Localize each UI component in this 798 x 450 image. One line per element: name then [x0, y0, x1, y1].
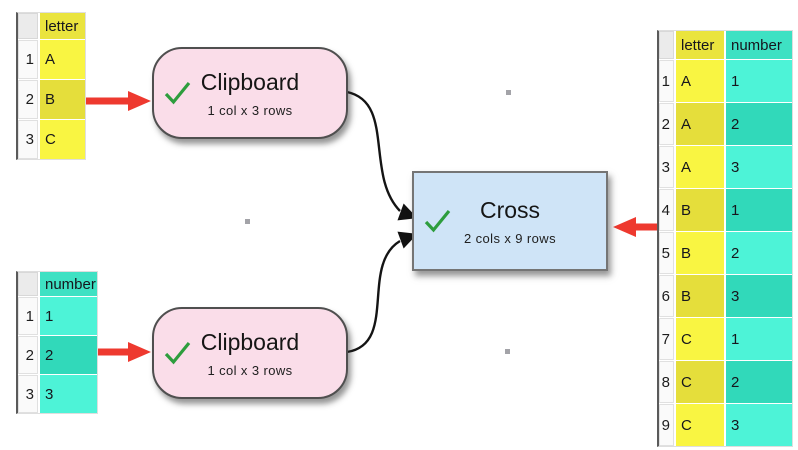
cell-number-1[interactable]: 1	[40, 297, 97, 335]
row-number[interactable]: 2	[18, 336, 38, 374]
connector-top-clipboard-to-cross	[346, 90, 401, 212]
corner-cell	[18, 13, 38, 39]
row-number[interactable]: 2	[659, 103, 674, 145]
cell[interactable]: A	[676, 60, 724, 102]
column-header-number[interactable]: number	[726, 31, 792, 59]
row-number[interactable]: 7	[659, 318, 674, 360]
grid-dot	[506, 90, 511, 95]
row-number[interactable]: 2	[18, 80, 38, 119]
corner-cell	[18, 272, 38, 296]
connector-bottom-clipboard-to-cross	[346, 239, 401, 354]
node-title: Cross	[479, 196, 541, 223]
annotation-arrow-letter-to-clipboard	[76, 91, 151, 111]
node-subtitle: 1 col x 3 rows	[207, 362, 293, 378]
node-clipboard-top[interactable]: Clipboard 1 col x 3 rows	[152, 47, 348, 139]
corner-cell	[659, 31, 674, 59]
cell[interactable]: A	[676, 146, 724, 188]
cell[interactable]: C	[676, 361, 724, 403]
cell[interactable]: 2	[726, 361, 792, 403]
checkmark-icon	[164, 81, 191, 105]
checkmark-stroke	[164, 341, 191, 365]
cell[interactable]: C	[676, 318, 724, 360]
cell[interactable]: 1	[726, 60, 792, 102]
cell-number-2[interactable]: 2	[40, 336, 97, 374]
row-number[interactable]: 5	[659, 232, 674, 274]
node-title: Clipboard	[200, 68, 300, 95]
cell[interactable]: 1	[726, 318, 792, 360]
node-title: Clipboard	[200, 328, 300, 355]
cell[interactable]: B	[676, 189, 724, 231]
cell-letter-1[interactable]: A	[40, 40, 85, 79]
row-number[interactable]: 8	[659, 361, 674, 403]
column-header-letter[interactable]: letter	[40, 13, 85, 39]
row-number[interactable]: 1	[659, 60, 674, 102]
row-number[interactable]: 3	[18, 120, 38, 159]
cell[interactable]: 3	[726, 275, 792, 317]
red-arrow-head	[128, 91, 151, 111]
cell[interactable]: 1	[726, 189, 792, 231]
cell[interactable]: 3	[726, 404, 792, 446]
cell[interactable]: A	[676, 103, 724, 145]
cell[interactable]: 3	[726, 146, 792, 188]
red-arrow-head	[128, 342, 151, 362]
node-cross[interactable]: Cross 2 cols x 9 rows	[412, 171, 608, 271]
row-number[interactable]: 6	[659, 275, 674, 317]
checkmark-icon	[424, 209, 451, 233]
row-number[interactable]: 3	[659, 146, 674, 188]
node-subtitle: 1 col x 3 rows	[207, 102, 293, 118]
node-clipboard-bottom[interactable]: Clipboard 1 col x 3 rows	[152, 307, 348, 399]
cell-number-3[interactable]: 3	[40, 375, 97, 413]
letter-input-table: letter 1 A 2 B 3 C	[16, 12, 86, 160]
row-number[interactable]: 4	[659, 189, 674, 231]
row-number[interactable]: 3	[18, 375, 38, 413]
cell[interactable]: B	[676, 275, 724, 317]
row-number[interactable]: 9	[659, 404, 674, 446]
cell[interactable]: B	[676, 232, 724, 274]
column-header-letter[interactable]: letter	[676, 31, 724, 59]
checkmark-stroke	[164, 81, 191, 105]
cell[interactable]: C	[676, 404, 724, 446]
red-arrow-head	[613, 217, 636, 237]
cell-letter-2[interactable]: B	[40, 80, 85, 119]
row-number[interactable]: 1	[18, 297, 38, 335]
checkmark-stroke	[424, 209, 451, 233]
cell-letter-3[interactable]: C	[40, 120, 85, 159]
row-number[interactable]: 1	[18, 40, 38, 79]
grid-dot	[505, 349, 510, 354]
cell[interactable]: 2	[726, 103, 792, 145]
cell[interactable]: 2	[726, 232, 792, 274]
number-input-table: number 1 1 2 2 3 3	[16, 271, 98, 414]
node-subtitle: 2 cols x 9 rows	[464, 230, 556, 246]
column-header-number[interactable]: number	[40, 272, 97, 296]
grid-dot	[245, 219, 250, 224]
result-table: letter number 1 A 1 2 A 2 3 A 3 4 B 1 5 …	[657, 30, 793, 447]
checkmark-icon	[164, 341, 191, 365]
